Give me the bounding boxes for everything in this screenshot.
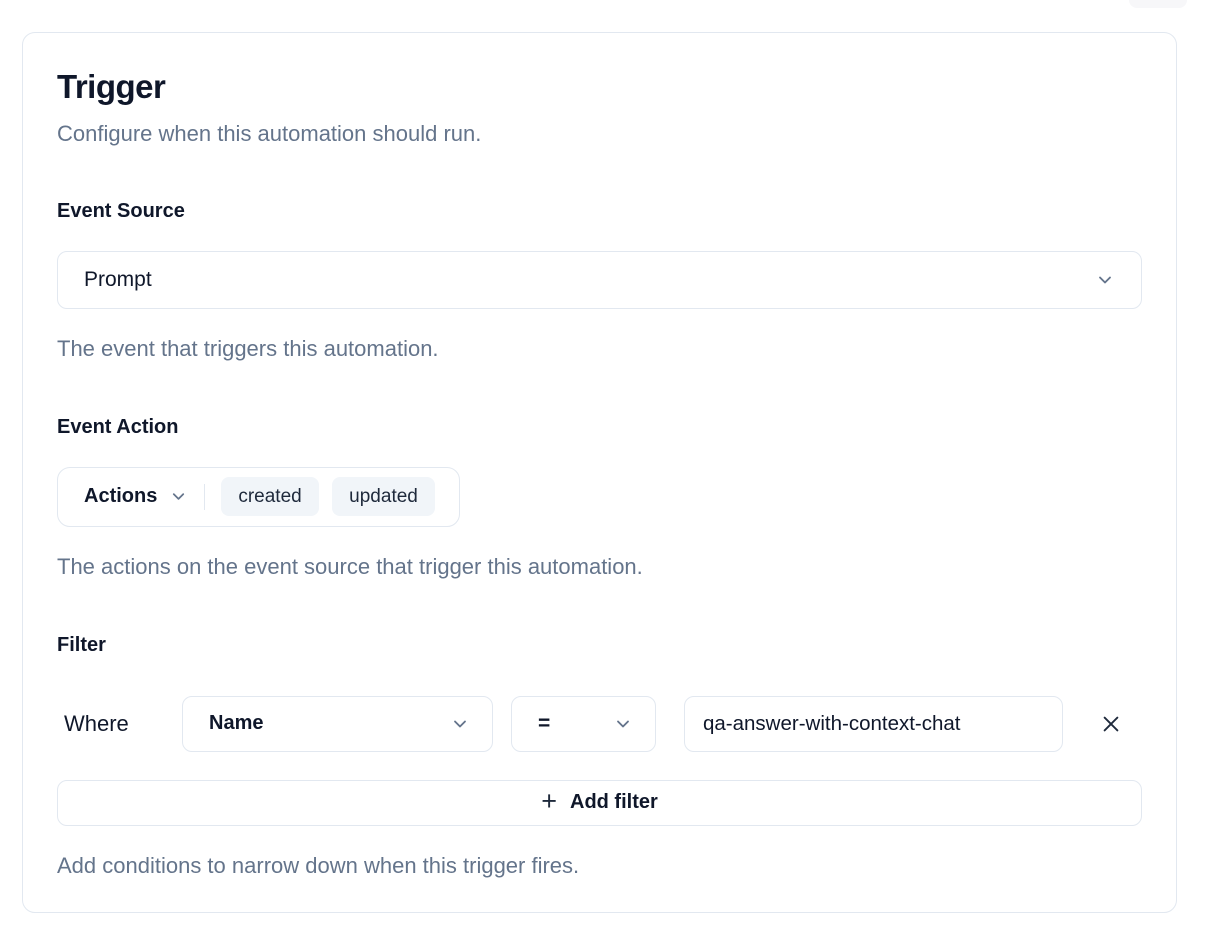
where-label: Where [64, 710, 129, 736]
action-chip-updated[interactable]: updated [332, 477, 435, 517]
add-filter-button[interactable]: + Add filter [57, 779, 1142, 826]
event-source-select[interactable]: Prompt [57, 251, 1142, 310]
trigger-card: Trigger Configure when this automation s… [22, 32, 1177, 913]
chevron-down-icon [1099, 276, 1111, 284]
actions-dropdown-button[interactable]: Actions [84, 485, 188, 508]
plus-icon: + [541, 786, 557, 817]
filter-row: Where Name = [57, 695, 1142, 752]
cropped-edge-fragment [1129, 0, 1187, 8]
action-chip-created[interactable]: created [221, 477, 319, 517]
filter-operator-value: = [538, 711, 551, 735]
remove-filter-button[interactable] [1093, 706, 1129, 742]
filter-help: Add conditions to narrow down when this … [57, 852, 580, 878]
chevron-down-icon [173, 493, 185, 501]
event-source-value: Prompt [84, 268, 152, 292]
filter-field-value: Name [209, 712, 264, 735]
filter-label: Filter [57, 633, 106, 656]
filter-value-input[interactable] [684, 695, 1063, 752]
event-action-help: The actions on the event source that tri… [57, 553, 643, 579]
chevron-down-icon [617, 720, 629, 728]
close-icon [1103, 716, 1119, 731]
filter-field-select[interactable]: Name [182, 695, 493, 752]
divider [204, 483, 206, 510]
chevron-down-icon [454, 720, 466, 728]
event-source-help: The event that triggers this automation. [57, 336, 439, 362]
add-filter-label: Add filter [570, 791, 658, 814]
actions-dropdown-label: Actions [84, 485, 158, 508]
filter-operator-select[interactable]: = [511, 695, 656, 752]
page-title: Trigger [57, 68, 166, 105]
event-action-label: Event Action [57, 415, 179, 438]
page-subtitle: Configure when this automation should ru… [57, 120, 482, 146]
event-action-control: Actions created updated [57, 466, 460, 527]
event-source-label: Event Source [57, 200, 185, 223]
